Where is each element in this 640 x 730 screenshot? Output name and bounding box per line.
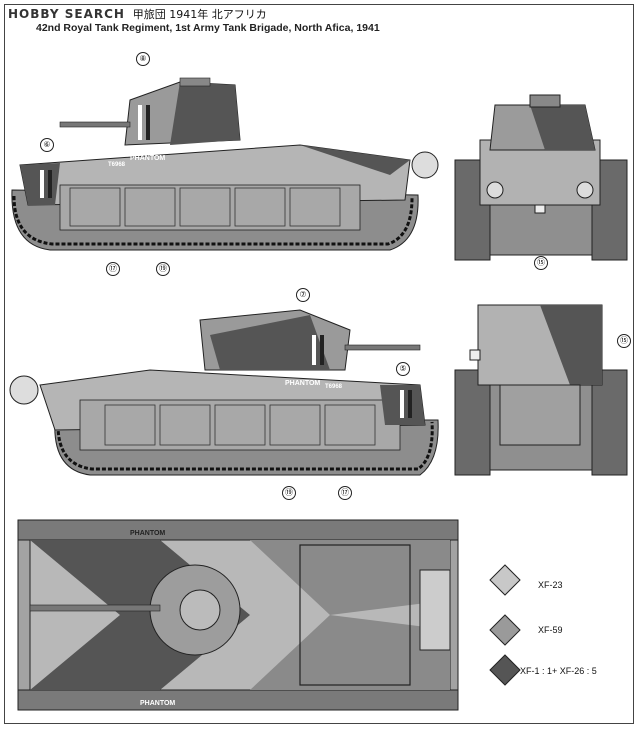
legend-label-2: XF-1 : 1+ XF-26 : 5 (520, 666, 597, 676)
callout-6: ⑥ (40, 138, 54, 152)
header: HOBBY SEARCH 甲旅団 1941年 北アフリカ (8, 6, 267, 22)
plan-view: PHANTOM PHANTOM (17, 519, 459, 711)
side-view-middle: PHANTOM T6968 (9, 309, 439, 476)
callout-17-mid: ⑰ (338, 486, 352, 500)
paint-legend (489, 564, 521, 686)
callout-7: ⑦ (296, 288, 310, 302)
legend-swatch-1 (489, 614, 521, 646)
legend-swatch-0 (489, 564, 521, 596)
front-view-top (454, 94, 628, 261)
watermark-text: HOBBY SEARCH (8, 7, 125, 21)
callout-5: ⑤ (396, 362, 410, 376)
callout-15-mid: ⑮ (617, 334, 631, 348)
callout-19-mid: ⑲ (282, 486, 296, 500)
japanese-title: 甲旅団 1941年 北アフリカ (132, 8, 267, 21)
callout-8: ⑧ (136, 52, 150, 66)
decal-phantom-top: PHANTOM (130, 155, 165, 162)
page-frame (4, 4, 634, 724)
side-view-top: PHANTOM T6968 (11, 77, 439, 251)
decal-phantom-plan-bottom: PHANTOM (140, 700, 175, 707)
decal-phantom-mid: PHANTOM (285, 380, 320, 387)
legend-label-1: XF-59 (538, 625, 563, 635)
subtitle: 42nd Royal Tank Regiment, 1st Army Tank … (36, 22, 380, 34)
callout-19-top: ⑲ (156, 262, 170, 276)
decal-reg-mid: T6968 (325, 384, 343, 390)
rear-view-middle (454, 304, 628, 476)
decal-reg-top: T6968 (108, 162, 126, 168)
decal-phantom-plan-top: PHANTOM (130, 530, 165, 537)
callout-17-top: ⑰ (106, 262, 120, 276)
callout-15-top: ⑮ (534, 256, 548, 270)
legend-label-0: XF-23 (538, 580, 563, 590)
legend-swatch-2 (489, 654, 521, 686)
